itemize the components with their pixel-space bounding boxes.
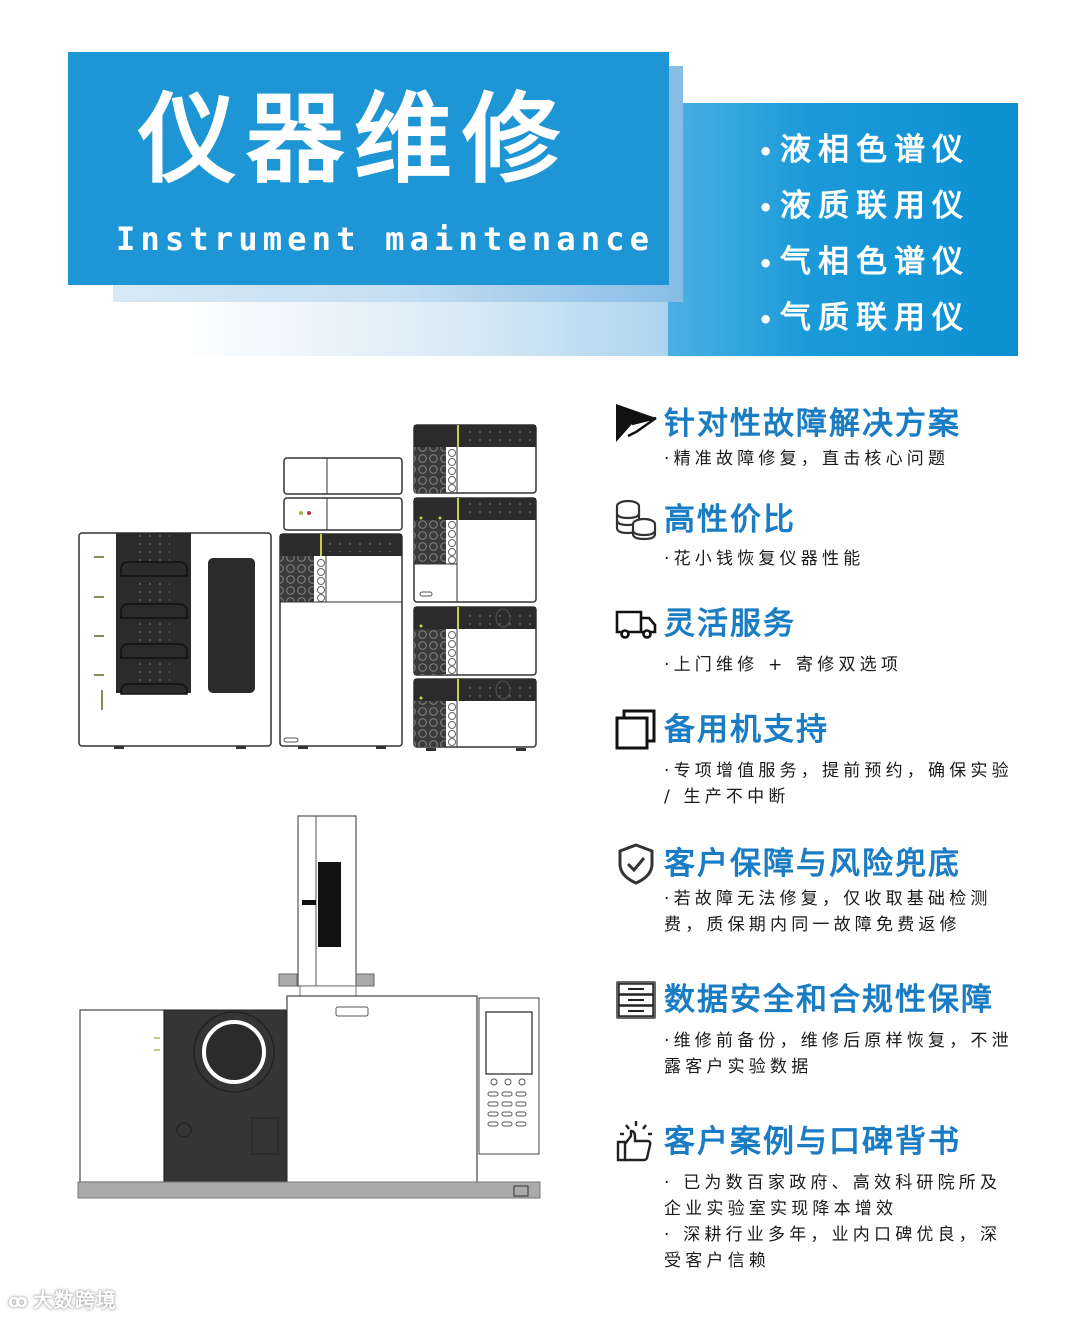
watermark-logo-icon: ꝏ	[8, 1291, 29, 1312]
feature-desc: ·花小钱恢复仪器性能	[664, 549, 865, 569]
feature-desc: ·维修前备份，维修后原样恢复，不泄露客户实验数据	[664, 1031, 1013, 1077]
instrument-item: •液质联用仪	[758, 181, 970, 237]
feature-title: 灵活服务	[664, 606, 796, 642]
feature-title: 针对性故障解决方案	[664, 406, 961, 442]
instrument-label: 气质联用仪	[780, 300, 970, 336]
feature-title: 客户保障与风险兜底	[664, 846, 961, 882]
lc-system-illustration	[78, 424, 537, 751]
feature-desc: ·专项增值服务，提前预约，确保实验 / 生产不中断	[664, 761, 1013, 807]
bullet-icon: •	[758, 306, 774, 334]
truck-icon	[615, 610, 657, 639]
instrument-list: •液相色谱仪 •液质联用仪 •气相色谱仪 •气质联用仪	[758, 125, 970, 349]
feature-desc: ·上门维修 + 寄修双选项	[664, 655, 903, 675]
feature-title: 高性价比	[664, 502, 796, 538]
instrument-item: •气质联用仪	[758, 293, 970, 349]
instrument-label: 液质联用仪	[780, 188, 970, 224]
feature-desc: ·若故障无法修复，仅收取基础检测费，质保期内同一故障免费返修	[664, 889, 992, 935]
feature-desc: ·精准故障修复，直击核心问题	[664, 449, 950, 469]
thumbs-up-icon	[616, 1121, 652, 1162]
instrument-item: •气相色谱仪	[758, 237, 970, 293]
feature-desc: · 已为数百家政府、高效科研院所及企业实验室实现降本增效	[664, 1173, 1002, 1219]
paper-plane-icon	[616, 404, 657, 442]
feature-title: 备用机支持	[664, 712, 829, 748]
instrument-label: 气相色谱仪	[780, 244, 970, 280]
feature-desc-secondary: · 深耕行业多年，业内口碑优良，深受客户信赖	[664, 1225, 1002, 1271]
watermark-text: 大数跨境	[32, 1288, 117, 1312]
bullet-icon: •	[758, 194, 774, 222]
bullet-icon: •	[758, 250, 774, 278]
shield-check-icon	[618, 843, 654, 885]
coins-icon	[615, 499, 657, 541]
feature-title: 客户案例与口碑背书	[664, 1124, 961, 1160]
gcms-illustration	[77, 815, 541, 1199]
server-icon	[616, 981, 656, 1019]
title-banner: 仪器维修 Instrument maintenance	[68, 52, 669, 285]
copy-squares-icon	[615, 709, 656, 750]
page-subtitle: Instrument maintenance	[116, 220, 655, 258]
bullet-icon: •	[758, 138, 774, 166]
instrument-list-panel	[668, 103, 1018, 356]
page-title: 仪器维修	[138, 83, 571, 197]
instrument-item: •液相色谱仪	[758, 125, 970, 181]
instrument-label: 液相色谱仪	[780, 132, 970, 168]
feature-title: 数据安全和合规性保障	[664, 982, 994, 1018]
